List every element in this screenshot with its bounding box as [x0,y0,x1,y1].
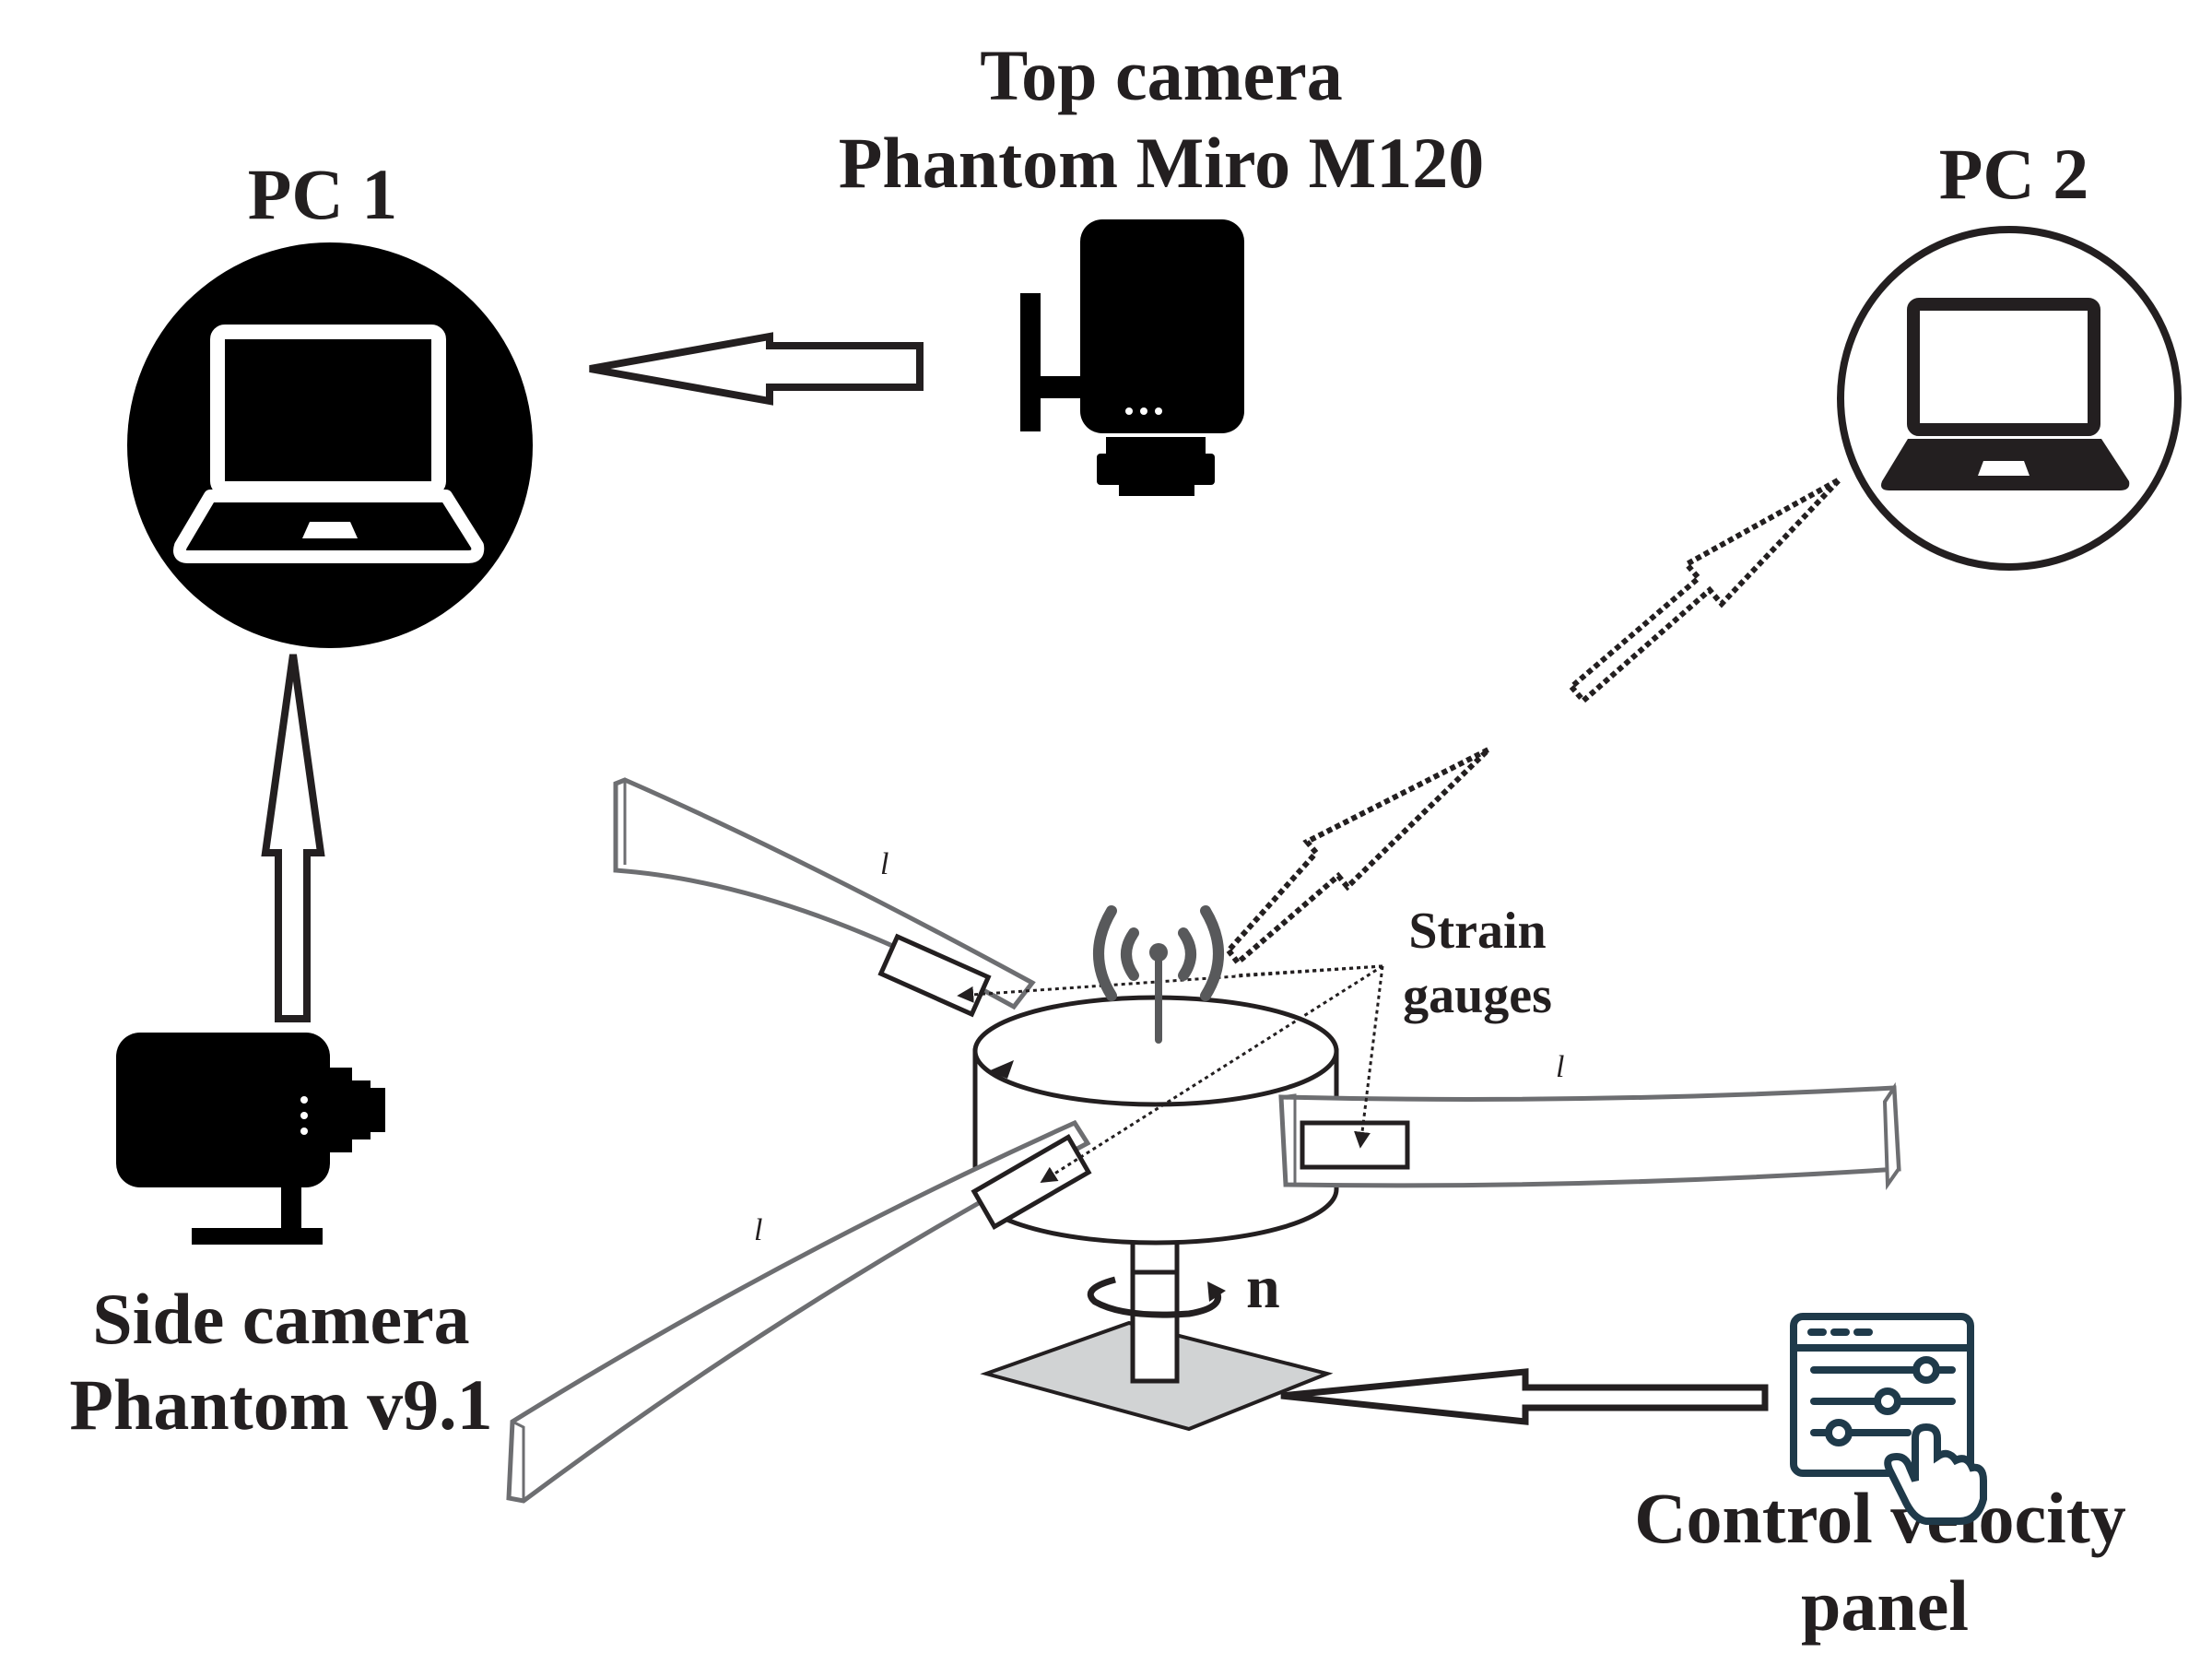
pc2-icon-group [1837,226,2182,571]
pc1-label: PC 1 [248,154,397,234]
wireless-antenna-icon [1093,905,1224,1044]
arrow-side-camera-to-pc1 [261,654,325,1022]
strain-gauge-right [1300,1120,1410,1170]
side-camera-label-line2: Phantom v9.1 [69,1364,492,1445]
rotation-arrow-icon [1087,1276,1226,1318]
pc1-circle [127,242,533,648]
side-camera-label-line1: Side camera [92,1279,469,1359]
beam-length-label-upper: l [880,847,888,881]
laptop-icon [173,325,485,563]
control-panel-label-line2: panel [1801,1565,1969,1646]
laptop-icon [1881,298,2130,490]
beam-length-label-right: l [1556,1050,1564,1084]
beam-length-label-lower: l [754,1213,762,1247]
arrow-top-camera-to-pc1 [589,332,924,406]
dotted-arrow-from-antenna [1225,747,1491,967]
camera-icon [1020,219,1244,496]
dotted-arrow-to-pc2 [1567,477,1842,705]
top-camera-label-line2: Phantom Miro M120 [839,123,1484,203]
pc2-label: PC 2 [1939,134,2088,214]
pc2-circle [1837,226,2182,571]
strain-gauge-leaders [957,964,1384,1184]
control-panel-icon [1790,1313,1987,1525]
beam-lower-left [506,1119,1091,1504]
strain-gauge-lower-left [971,1134,1092,1230]
pc1-icon-group [127,242,533,648]
arrow-panel-to-base [1280,1368,1769,1425]
rotation-label: n [1246,1254,1280,1321]
control-panel-label-line1: Control velocity [1634,1478,2126,1558]
strain-gauges-label-line1: Strain [1408,903,1546,960]
top-camera-label-line1: Top camera [980,35,1343,115]
rotating-hub [972,995,1339,1386]
camera-icon [116,1033,385,1245]
strain-gauges-label-line2: gauges [1403,967,1552,1024]
